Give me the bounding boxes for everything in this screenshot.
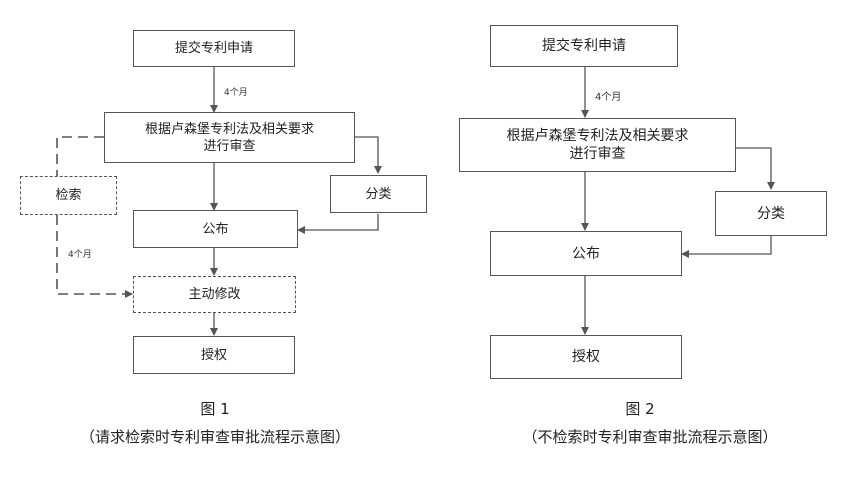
- d1-figure-caption: （请求检索时专利审查审批流程示意图）: [79, 428, 350, 446]
- d1-dashed-search-amend: [56, 215, 133, 298]
- d1-figure-label: 图 1: [200, 400, 230, 418]
- d1-arrow-classify-publish: [297, 214, 379, 234]
- d2-arrow-review-classify: [736, 147, 775, 190]
- d1-label-period-2: 4个月: [68, 250, 92, 260]
- d1-node-amend: 主动修改: [133, 276, 296, 313]
- d1-node-review: 根据卢森堡专利法及相关要求 进行审查: [104, 112, 355, 163]
- d2-arrow-classify-publish: [681, 236, 772, 258]
- d2-node-publish: 公布: [490, 231, 682, 276]
- d2-node-classify: 分类: [715, 191, 827, 236]
- d1-node-grant: 授权: [133, 336, 295, 374]
- d1-dashed-review-search: [56, 136, 104, 176]
- d2-figure-caption: （不检索时专利审查审批流程示意图）: [522, 428, 778, 446]
- d1-node-classify: 分类: [330, 175, 427, 213]
- d2-label-period-1: 4个月: [595, 92, 622, 103]
- d1-node-publish: 公布: [133, 210, 298, 248]
- d1-label-period-1: 4个月: [224, 88, 248, 98]
- d1-node-search: 检索: [20, 176, 117, 215]
- d2-figure-label: 图 2: [625, 400, 655, 418]
- d2-node-review: 根据卢森堡专利法及相关要求 进行审查: [459, 118, 736, 172]
- d1-node-submit: 提交专利申请: [133, 30, 295, 67]
- d2-node-grant: 授权: [490, 335, 682, 379]
- d1-arrow-review-classify: [355, 136, 382, 174]
- d2-node-submit: 提交专利申请: [490, 25, 678, 67]
